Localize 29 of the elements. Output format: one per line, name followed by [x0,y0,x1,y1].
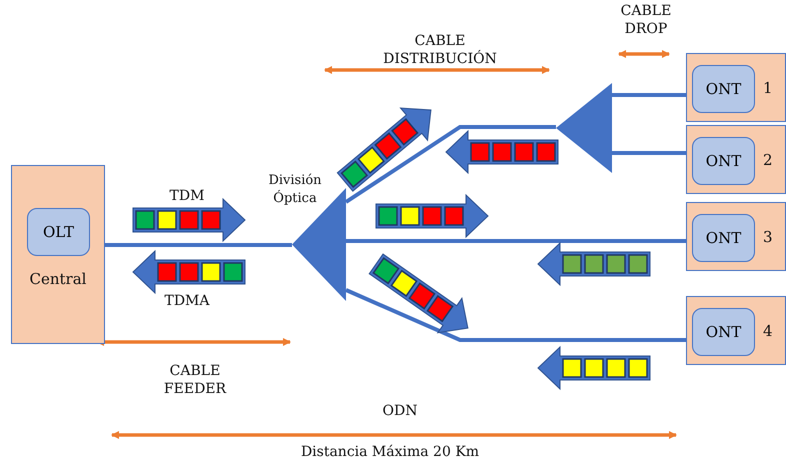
fiber-line [346,239,686,243]
fiber-line [344,125,556,204]
device-box: ONT [692,65,755,113]
splitter-label: División Óptica [267,172,323,208]
fiber-line [612,151,686,155]
device-box: ONT [692,137,755,185]
text-label: CABLE DROP [620,2,672,38]
fiber-line [612,93,686,97]
customer-premises-box [686,53,786,122]
ont-number: 3 [763,228,773,246]
device-box: ONT [692,214,755,262]
ont-number: 2 [763,151,773,169]
text-label: TDM [168,187,206,205]
text-label: CABLE DISTRIBUCIÓN [382,32,498,68]
customer-premises-box [686,125,786,194]
fiber-line [105,243,292,247]
ont-number: 1 [763,79,773,97]
ont-number: 4 [763,322,773,340]
customer-premises-box [686,202,786,271]
device-box: OLT [27,208,90,256]
fiber-line [345,288,686,342]
customer-premises-box [686,296,786,365]
text-label: TDMA [163,292,211,310]
central-office-box [11,165,105,344]
text-label: Distancia Máxima 20 Km [300,443,480,461]
device-box: ONT [692,308,755,356]
text-label: ODN [382,402,418,420]
text-label: CABLE FEEDER [162,362,228,398]
node-label: Central [28,270,88,288]
